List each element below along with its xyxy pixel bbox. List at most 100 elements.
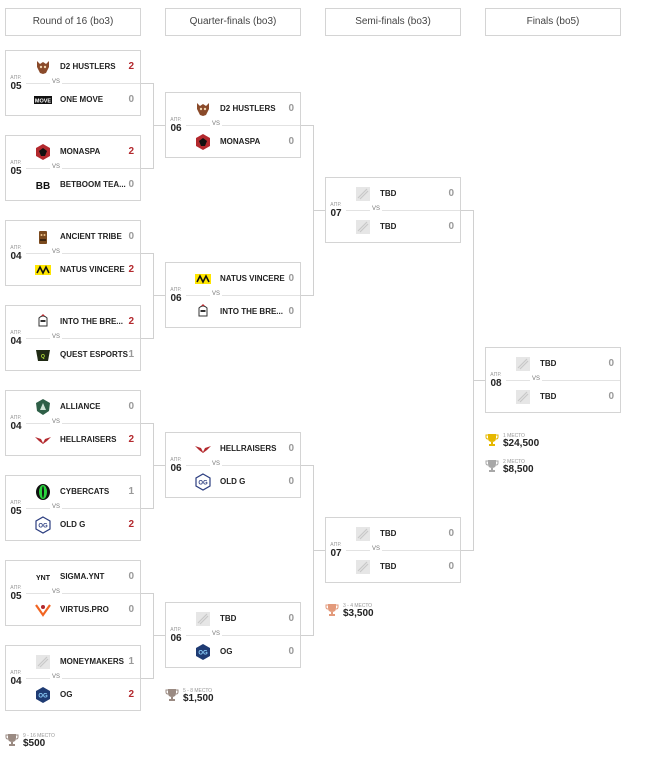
svg-text:BB: BB xyxy=(36,181,50,192)
match-date: АПР.06 xyxy=(166,433,186,497)
svg-text:Q: Q xyxy=(41,354,45,360)
match-day: 06 xyxy=(170,292,182,304)
vs-label: VS xyxy=(530,374,543,384)
prize-value: $3,500 xyxy=(343,608,374,619)
connector-line xyxy=(141,508,153,509)
match-day: 08 xyxy=(490,377,502,389)
vs-label: VS xyxy=(50,417,63,427)
connector-line xyxy=(313,550,325,551)
team-score: 0 xyxy=(448,561,454,572)
team-score: 0 xyxy=(448,188,454,199)
round-header-qf: Quarter-finals (bo3) xyxy=(165,8,301,36)
connector-line xyxy=(141,253,153,254)
match-month: АПР. xyxy=(10,74,22,81)
match-date: АПР.07 xyxy=(326,178,346,242)
svg-text:OG: OG xyxy=(38,694,48,700)
team-name: TBD xyxy=(380,562,397,571)
team-name: TBD xyxy=(380,529,397,538)
team-name: ANCIENT TRIBE xyxy=(60,232,122,241)
match-date: АПР.08 xyxy=(486,348,506,412)
team-score: 2 xyxy=(128,264,134,275)
into-the-breach-logo-icon xyxy=(194,303,212,321)
team-row[interactable]: TBD 0 xyxy=(346,551,460,582)
match-divider xyxy=(26,83,140,84)
vs-label: VS xyxy=(50,247,63,257)
team-name: OLD G xyxy=(220,477,246,486)
svg-text:OG: OG xyxy=(198,651,208,657)
monaspa-logo-icon xyxy=(194,133,212,151)
match-month: АПР. xyxy=(10,414,22,421)
team-name: TBD xyxy=(380,222,397,231)
connector-line xyxy=(141,593,153,594)
match-day: 04 xyxy=(10,420,22,432)
team-name: VIRTUS.PRO xyxy=(60,605,109,614)
connector-line xyxy=(301,295,313,296)
og-logo-icon: OG xyxy=(34,686,52,704)
trophy-icon xyxy=(325,604,339,616)
match-divider xyxy=(186,125,300,126)
team-name: TBD xyxy=(220,614,237,623)
match-month: АПР. xyxy=(170,456,182,463)
team-score: 2 xyxy=(128,519,134,530)
match-divider xyxy=(26,338,140,339)
connector-line xyxy=(153,125,165,126)
team-score: 0 xyxy=(128,604,134,615)
team-name: TBD xyxy=(540,392,557,401)
connector-line xyxy=(141,83,153,84)
team-row[interactable]: INTO THE BRE...2 xyxy=(26,306,140,338)
match-day: 04 xyxy=(10,250,22,262)
placeholder-logo-icon xyxy=(194,610,212,628)
match-day: 06 xyxy=(170,462,182,474)
connector-line xyxy=(301,635,313,636)
team-name: ALLIANCE xyxy=(60,402,101,411)
team-row[interactable]: VIRTUS.PRO 0 xyxy=(26,594,140,625)
trophy-icon xyxy=(485,460,499,472)
team-score: 1 xyxy=(128,349,134,360)
team-name: D2 HUSTLERS xyxy=(220,104,276,113)
match-month: АПР. xyxy=(10,159,22,166)
match-day: 05 xyxy=(10,505,22,517)
team-row[interactable]: INTO THE BRE...0 xyxy=(186,296,300,327)
